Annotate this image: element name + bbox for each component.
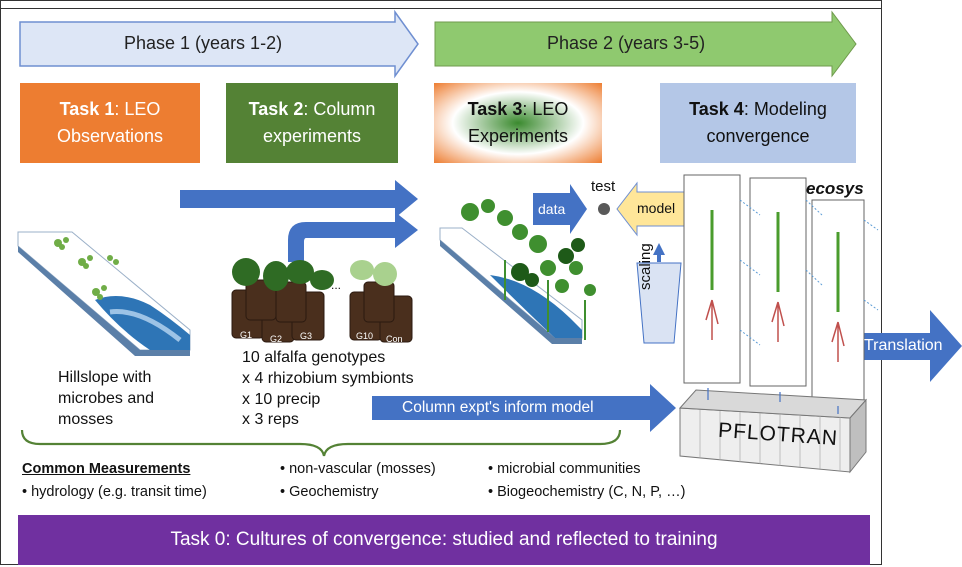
pflotran-block — [678, 388, 868, 474]
model-arrow — [616, 181, 686, 237]
task3-title: Task 3 — [467, 99, 523, 119]
scaling-text: scaling — [637, 243, 654, 290]
task4-box: Task 4: Modeling convergence — [660, 83, 856, 163]
task3-subtitle: Experiments — [467, 126, 569, 146]
genotype-line-1: 10 alfalfa genotypes — [242, 349, 386, 366]
scaling-shape — [636, 262, 682, 344]
translation-arrow — [858, 310, 962, 382]
measurements-heading: Common Measurements — [22, 461, 191, 477]
test-label: test — [591, 178, 616, 195]
hillslope-text: Hillslope with microbes and mosses — [58, 368, 154, 430]
genotype-line-2: x 4 rhizobium symbionts — [242, 369, 414, 387]
task1-box: Task 1: LEO Observations — [20, 83, 200, 163]
test-node — [598, 203, 610, 215]
genotype-line-3: x 10 precip — [242, 390, 321, 408]
task4-title: Task 4 — [689, 99, 744, 119]
column-con-label: Con — [386, 334, 403, 344]
translation-label: Translation — [864, 337, 943, 354]
phase1-label: Phase 1 (years 1-2) — [124, 33, 283, 53]
flow-arrow-bend — [288, 212, 418, 262]
column-g10-label: G10 — [356, 331, 374, 341]
task2-title: Task 2 — [248, 99, 304, 119]
task2-box: Task 2: Column experiments — [226, 83, 398, 163]
genotype-text: 10 alfalfa genotypes x 4 rhizobium symbi… — [242, 348, 414, 431]
column-g3-label: G3 — [300, 331, 313, 341]
task2-title-rest: : Column — [303, 99, 376, 119]
column-ellipsis: ... — [331, 278, 342, 292]
column-inform-label: Column expt's inform model — [402, 399, 594, 416]
up-arrow — [653, 243, 665, 262]
task2-subtitle: experiments — [262, 126, 362, 146]
task1-title-rest: : LEO — [114, 99, 161, 119]
hillslope-line-3: mosses — [58, 410, 114, 428]
ecosys-panels — [683, 174, 879, 407]
phase2-arrow — [434, 10, 857, 78]
hillslope-illustration — [17, 231, 191, 356]
hillslope-line-2: microbes and — [58, 389, 155, 407]
scaling-label: scaling — [637, 230, 654, 290]
phase1-arrow — [19, 9, 419, 79]
measurement-geochemistry: • Geochemistry — [280, 484, 379, 500]
column-g1-label: G1 — [240, 330, 253, 340]
column-g2-label: G2 — [270, 334, 283, 344]
ecosys-label: ecosys — [806, 179, 864, 198]
task4-subtitle: convergence — [706, 126, 810, 146]
measurements-brace — [20, 429, 622, 457]
column-inform-arrow — [372, 384, 676, 432]
data-label: data — [538, 201, 566, 217]
measurement-nonvascular: • non-vascular (mosses) — [280, 461, 436, 477]
task0-banner: Task 0: Cultures of convergence: studied… — [18, 515, 870, 565]
phase2-label: Phase 2 (years 3-5) — [547, 33, 706, 53]
measurement-hydrology: • hydrology (e.g. transit time) — [22, 484, 207, 500]
hillslope-line-1: Hillslope with — [58, 369, 152, 386]
task3-box: Task 3: LEO Experiments — [434, 83, 602, 163]
task4-title-rest: : Modeling — [743, 99, 827, 119]
data-arrow — [533, 184, 587, 234]
top-strip — [0, 0, 882, 9]
flow-arrow-top — [180, 180, 418, 218]
task0-label: Task 0: Cultures of convergence: studied… — [170, 529, 718, 550]
genotype-line-4: x 3 reps — [242, 411, 299, 429]
task3-title-rest: : LEO — [522, 99, 569, 119]
measurement-microbial: • microbial communities — [488, 461, 641, 477]
model-label: model — [637, 200, 676, 216]
leo-slope-illustration — [439, 199, 596, 344]
soil-columns-illustration — [231, 258, 413, 343]
task1-title: Task 1 — [59, 99, 115, 119]
task1-subtitle: Observations — [56, 126, 164, 146]
measurement-biogeochemistry: • Biogeochemistry (C, N, P, …) — [488, 484, 686, 500]
